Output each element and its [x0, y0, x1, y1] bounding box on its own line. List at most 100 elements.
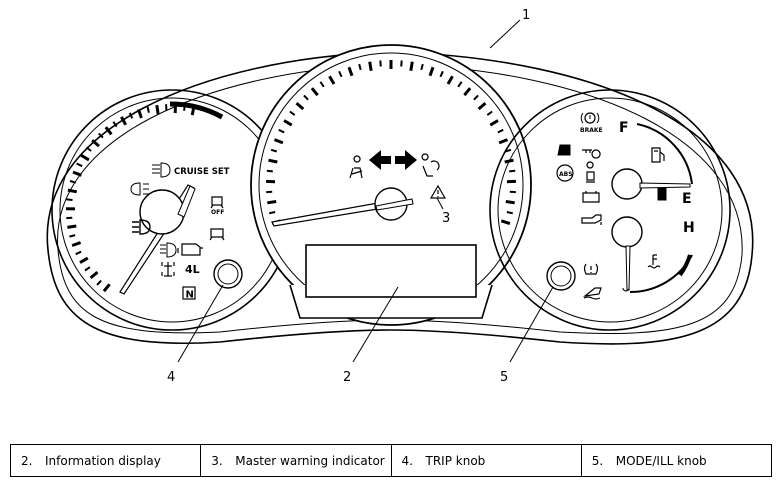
legend-number: 3. [211, 453, 223, 468]
fuel-empty-label: E [682, 191, 692, 207]
tachometer-tick [120, 116, 128, 126]
trip-knob-inner [217, 263, 239, 285]
legend-text: TRIP knob [425, 453, 486, 468]
legend-number: 4. [401, 453, 413, 468]
speedometer-tick [506, 211, 514, 215]
tachometer-tick [79, 256, 89, 264]
speedometer-tick [498, 138, 509, 145]
check-engine-icon [177, 243, 203, 256]
tachometer-tick [128, 112, 134, 119]
speedometer-tick [270, 148, 278, 153]
speedometer-tick [463, 87, 472, 97]
callout-4-leader [177, 284, 224, 363]
callout-2: 2 [343, 370, 351, 385]
cruise-set-label: CRUISE SET [174, 167, 230, 177]
legend-number: 5. [591, 453, 604, 468]
callout-2-leader [352, 286, 399, 363]
tachometer-tick [91, 139, 100, 148]
left-gauge: CRUISE SET OFF 4L N [51, 89, 293, 331]
speedometer-tick [500, 219, 511, 226]
speedometer-tick [368, 61, 373, 71]
tachometer-hub [139, 189, 185, 235]
legend-cell-3: 3. Master warning indicator [200, 444, 392, 477]
door-open-icon [557, 144, 571, 156]
speedometer-tick [328, 75, 336, 85]
legend-text: Information display [45, 453, 161, 468]
tachometer-tick [69, 180, 77, 184]
abs-warning-icon: ABS [556, 164, 574, 182]
speedometer-tick [338, 70, 343, 78]
information-display [305, 244, 477, 298]
temp-hot-label: H [683, 220, 695, 236]
seatbelt-warning-icon [349, 155, 363, 179]
speedometer-tick [267, 200, 277, 205]
key-icon [582, 149, 601, 159]
speedometer-tick [268, 158, 278, 164]
speedometer-tick [439, 70, 444, 78]
callout-3-leader [436, 197, 444, 210]
brake-label: BRAKE [580, 127, 603, 134]
neutral-indicator-label: N [186, 290, 194, 301]
airbag-warning-icon [421, 153, 440, 177]
tachometer-tick [84, 266, 91, 272]
neutral-indicator-box [182, 286, 196, 300]
temp-needle-hub [611, 216, 643, 248]
callout-5-leader [509, 286, 554, 363]
tachometer-tick [89, 271, 99, 280]
speedometer-tick [497, 128, 504, 134]
low-fuel-icon [657, 187, 667, 201]
left-gauge-ticks [65, 104, 196, 293]
tachometer-tick [155, 104, 160, 115]
tachometer-tick [85, 146, 92, 152]
speedometer-tick [486, 110, 493, 116]
center-gauge [250, 44, 532, 326]
fuel-needle-hub [611, 168, 643, 200]
tachometer-needle-center [177, 185, 196, 218]
speedometer-tick [347, 66, 354, 77]
callout-4: 4 [167, 370, 175, 385]
temperature-hot-band [678, 254, 692, 277]
tachometer-tick [71, 241, 82, 248]
tachometer-tick [104, 126, 113, 136]
tachometer-tick [80, 154, 90, 162]
tachometer-tick [97, 132, 104, 139]
cluster-housing-inner [57, 63, 743, 334]
speedometer-tick [420, 63, 424, 71]
instrument-cluster-diagram: CRUISE SET OFF 4L N [46, 8, 754, 385]
headlight-low-icon [160, 242, 177, 258]
coolant-temp-icon [647, 254, 661, 269]
tachometer-tick [112, 121, 118, 128]
abs-label: ABS [559, 171, 573, 178]
4wd-icon [161, 262, 175, 277]
speedometer-tick [319, 81, 325, 88]
tachometer-tick [76, 162, 83, 168]
right-gauge: F E H BRAKE ABS [489, 89, 731, 331]
legend-text: Master warning indicator [235, 453, 385, 468]
speedometer-ticks [266, 60, 516, 226]
speedometer-tick [266, 169, 273, 173]
legend-table: 2.Information display 3. Master warning i… [9, 444, 773, 477]
legend-cell-4: 4. TRIP knob [390, 444, 582, 477]
speedometer-tick [457, 81, 463, 88]
temp-needle-tip [622, 287, 630, 292]
turn-right-arrow-icon [395, 150, 417, 170]
legend-cell-2: 2.Information display [9, 444, 202, 477]
speedometer-tick [283, 119, 293, 127]
speedometer-tick [289, 110, 296, 116]
left-redline-band [169, 101, 224, 120]
tachometer-tick [69, 234, 76, 238]
fuel-full-label: F [619, 120, 629, 136]
speedometer-tick [473, 94, 479, 101]
callout-1-leader [489, 19, 521, 49]
speedometer-needle-center [375, 198, 414, 211]
legend-text: MODE/ILL knob [615, 453, 707, 468]
front-fog-icon [152, 162, 171, 178]
speedometer-tick [278, 128, 285, 134]
speedometer-tick [358, 63, 362, 71]
speedometer-tick [489, 119, 499, 127]
fuel-gauge-arc [636, 123, 693, 185]
speedometer-tick [446, 75, 454, 85]
low-tire-pressure-icon [583, 263, 599, 275]
tachometer-tick [146, 106, 150, 113]
callout-3: 3 [442, 211, 450, 226]
